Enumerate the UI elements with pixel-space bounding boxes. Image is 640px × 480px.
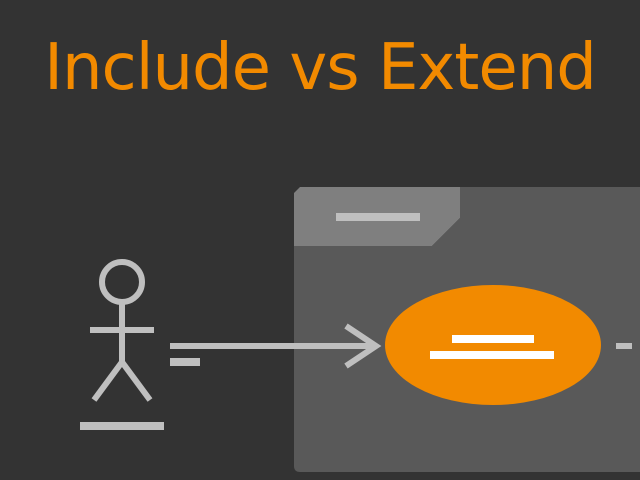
use-case-name-placeholder-line-2 [430,351,554,359]
use-case-ellipse [385,285,601,405]
stick-figure-icon [90,259,154,402]
slide-title: Include vs Extend [44,31,597,105]
use-case [385,285,601,405]
arrow-right-icon [170,323,382,369]
extension-connector-stub [616,343,632,349]
association [170,323,382,369]
actor [80,259,164,430]
use-case-name-placeholder-line-1 [452,335,534,343]
system-name-placeholder [336,213,420,221]
actor-name-placeholder [80,422,164,430]
association-label-placeholder [170,358,200,366]
